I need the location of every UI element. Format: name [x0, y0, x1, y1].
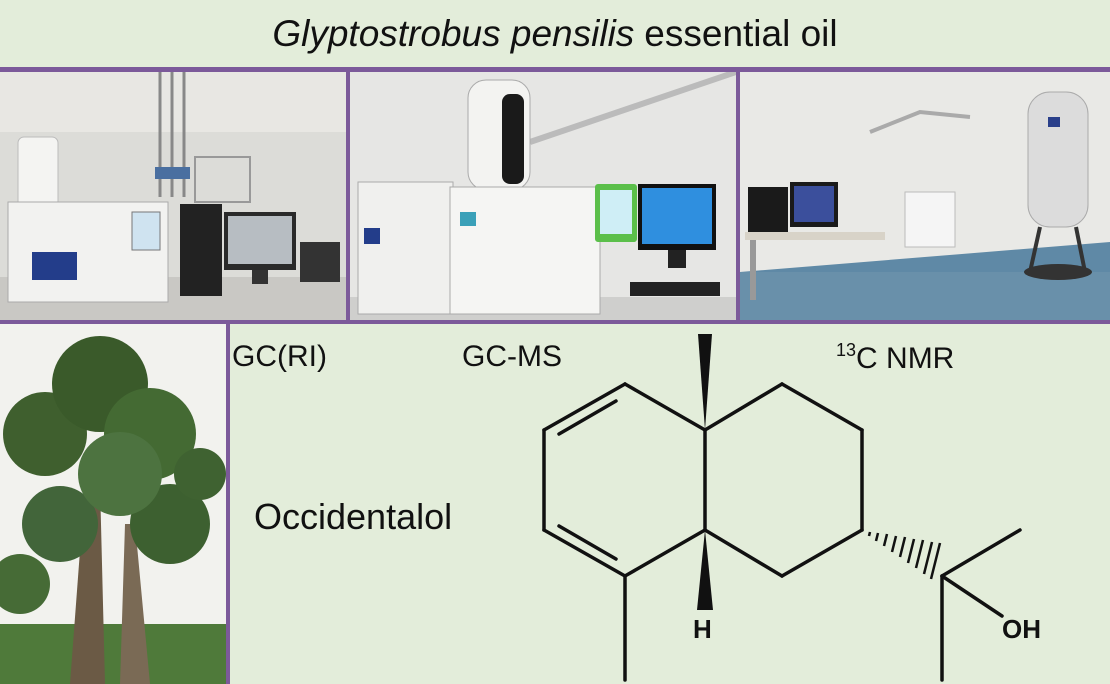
hashed-bond-side-chain — [867, 531, 942, 580]
bond-c4-c4a — [623, 528, 707, 578]
glyptostrobus-tree-photo — [0, 322, 228, 684]
gc-instrument-illustration — [0, 72, 346, 320]
title-species: Glyptostrobus pensilis — [272, 12, 635, 54]
compound-name: Occidentalol — [254, 496, 453, 537]
compound-panel: GC(RI) GC-MS 13C NMR Occidentalol — [228, 322, 1110, 684]
atom-label-h: H — [693, 614, 712, 644]
wedge-angular-methyl — [698, 334, 712, 430]
wedge-hydrogen — [697, 530, 713, 610]
bond-quaternary-oh — [940, 574, 1004, 618]
gcms-instrument-photo — [348, 70, 738, 322]
bond-c3-c4 — [542, 528, 627, 578]
nmr-room-illustration — [740, 72, 1110, 320]
bond-c8a-c1 — [623, 382, 707, 432]
atom-label-oh: OH — [1002, 614, 1041, 644]
nmr-isotope-number: 13 — [836, 340, 857, 360]
bond-c6-c5 — [780, 528, 864, 578]
bond-quaternary-methyl-up — [940, 528, 1022, 578]
occidentalol-structure: H OH — [542, 334, 1041, 682]
gc-instrument-photo — [0, 70, 348, 322]
bond-c8-c7 — [780, 382, 864, 432]
gcms-instrument-illustration — [350, 72, 736, 320]
bond-c1-c2 — [542, 382, 627, 432]
bond-c8a-c8 — [703, 382, 784, 432]
bond-c5-c4a — [703, 528, 784, 578]
nmr-spectrometer-photo — [738, 70, 1110, 322]
technique-gc-ri: GC(RI) — [232, 340, 327, 373]
nmr-label: C NMR — [856, 342, 955, 375]
double-bond-inner-2 — [557, 524, 618, 561]
double-bond-inner-1 — [557, 399, 618, 436]
tree-illustration — [0, 324, 226, 684]
technique-c13-nmr: 13C NMR — [836, 340, 954, 376]
title-suffix: essential oil — [644, 12, 838, 54]
technique-gc-ms: GC-MS — [462, 340, 562, 373]
